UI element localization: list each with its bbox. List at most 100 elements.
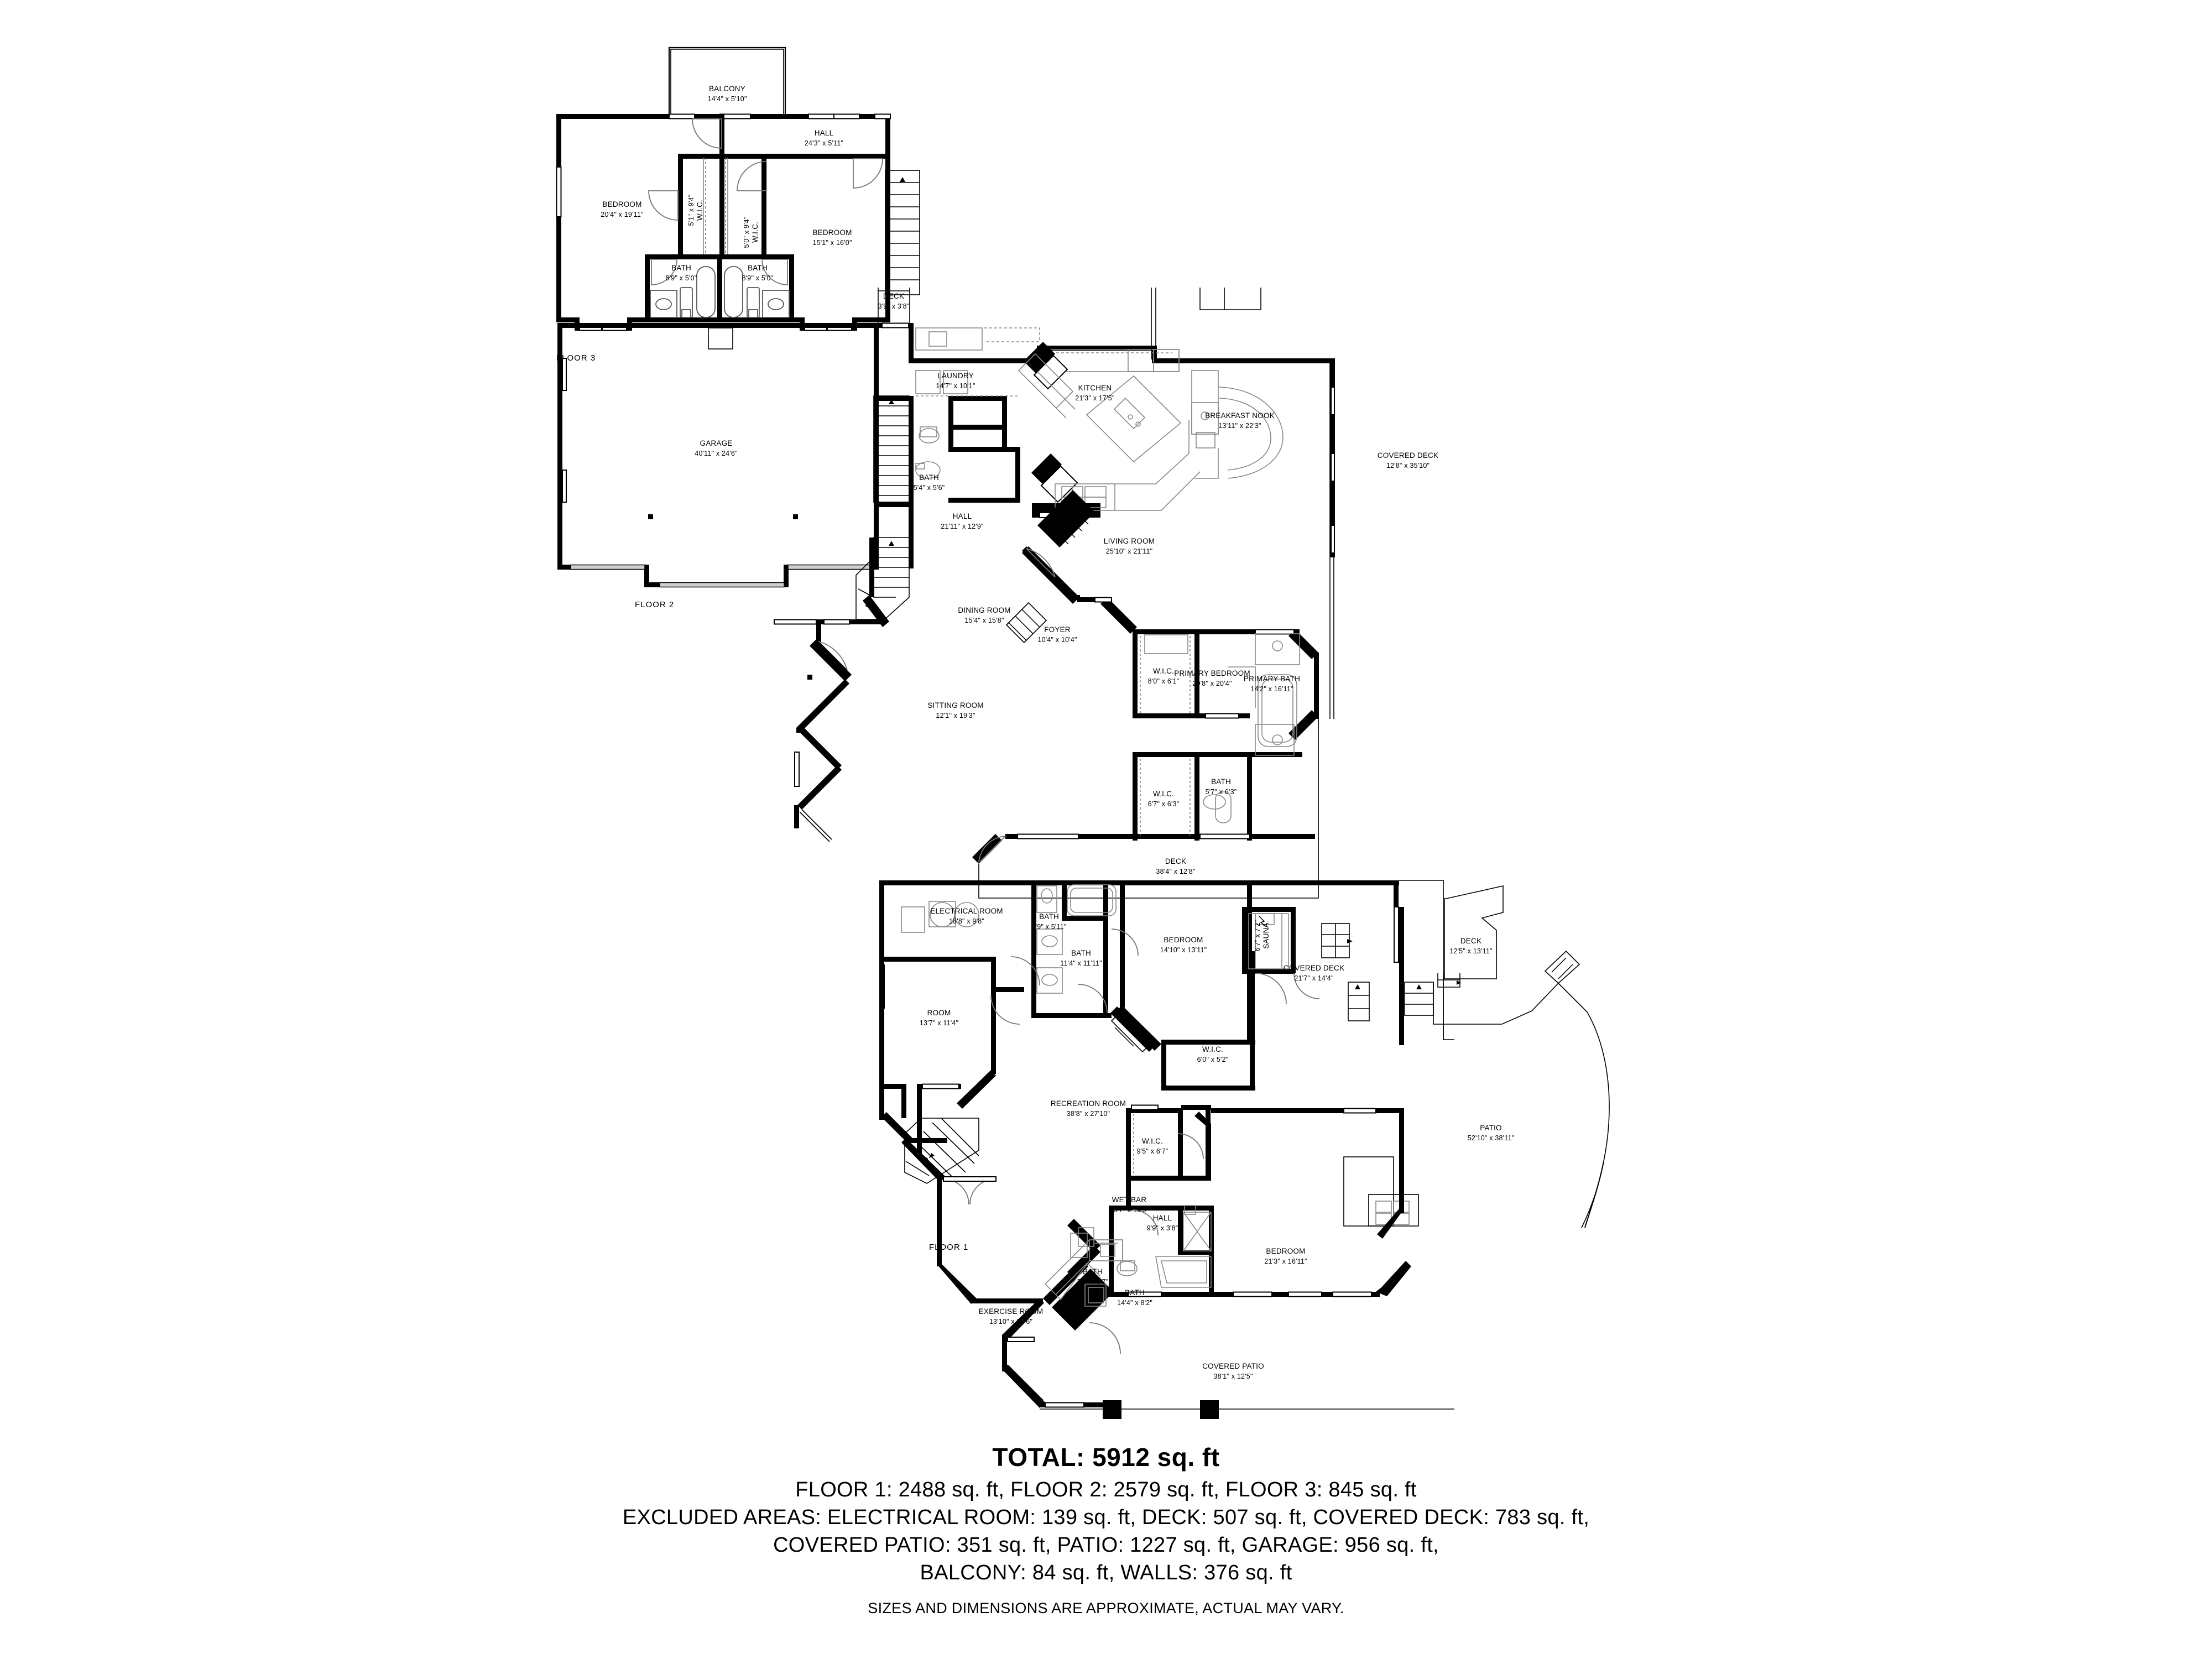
room-dim-recreation-room: 38'8" x 27'10" [1067,1110,1110,1118]
patio-outline [1343,950,1610,1228]
room-label-hall-f1: HALL [1153,1214,1172,1222]
summary-excluded-3: BALCONY: 84 sq. ft, WALLS: 376 sq. ft [920,1561,1292,1584]
room-label-room-f1: ROOM [927,1009,951,1017]
room-dim-wic-f1-lower: 9'5" x 6'7" [1137,1147,1168,1155]
room-label-bath-right: BATH [748,264,768,272]
room-label-bedroom-left: BEDROOM [602,200,641,208]
room-label-patio: PATIO [1480,1124,1502,1132]
room-label-wic-upper: W.I.C. [1153,667,1174,675]
room-label-covered-deck-f1: COVERED DECK [1284,964,1344,972]
room-label-hall: HALL [815,129,834,137]
deck-f1-outline [1437,885,1504,988]
service-block-walls [874,323,1335,568]
room-dim-wet-bar: 15'7" x 10'9" [1109,1206,1149,1214]
room-label-balcony: BALCONY [709,85,745,93]
room-label-wet-bar: WET BAR [1112,1196,1147,1204]
room-dim-bath-f1: 11'4" x 11'11" [1060,959,1102,967]
room-label-living-room: LIVING ROOM [1104,537,1155,545]
room-dim-wic-right: 5'0" x 9'4" [743,217,750,248]
room-dim-bath-right: 8'9" x 5'0" [742,274,774,282]
room-dim-bath-left: 8'9" x 5'0" [666,274,697,282]
room-label-bath-primary-suite: BATH [1211,778,1231,786]
sauna-walls [1242,907,1296,974]
room-dim-primary-bath: 14'2" x 16'11" [1250,685,1293,693]
room-label-primary-bedroom: PRIMARY BEDROOM [1174,669,1250,677]
room-label-deck-f1: DECK [1460,937,1481,945]
floor-3-plan: BALCONY 14'4" x 5'10" HALL 24'3" x 5'11"… [556,46,920,363]
lower-deck-outline [978,719,1319,899]
room-dim-bedroom-f1-lower: 21'3" x 16'11" [1264,1258,1307,1265]
floor3-room-labels: BALCONY 14'4" x 5'10" HALL 24'3" x 5'11"… [556,85,852,363]
summary-excluded-2: COVERED PATIO: 351 sq. ft, PATIO: 1227 s… [773,1533,1439,1557]
room-dim-bath-small-f1: 9'9" x 5'11" [1031,923,1066,931]
room-label-garage: GARAGE [700,439,733,447]
room-dim-patio: 52'10" x 38'11" [1468,1134,1515,1142]
room-label-sitting-room: SITTING ROOM [927,701,983,709]
room-label-wic-f1-lower: W.I.C. [1142,1137,1163,1145]
room-dim-covered-deck: 12'8" x 35'10" [1386,462,1430,469]
room-dim-deck-f1: 12'5" x 13'11" [1449,947,1492,955]
room-dim-living-room: 25'10" x 21'11" [1106,547,1153,555]
room-dim-hall: 24'3" x 5'11" [805,139,843,147]
room-dim-bedroom-left: 20'4" x 19'11" [601,211,643,218]
room-label-covered-deck: COVERED DECK [1378,451,1438,460]
room-label-hall-f2: HALL [953,512,972,520]
room-dim-room-f1: 13'7" x 11'4" [920,1019,958,1027]
small-deck-outline [878,288,910,323]
room-label-deck-lower: DECK [1165,857,1186,865]
floor1-perimeter [901,1138,1106,1408]
stairs-lower [855,537,910,620]
room-label-bath-small-f1: BATH [1039,912,1059,921]
room-dim-foyer: 10'4" x 10'4" [1037,636,1077,644]
room-dim-hall-f2: 21'11" x 12'9" [941,523,983,530]
floor2-room-labels: GARAGE 40'11" x 24'6" DECK 3'9" x 3'8" L… [635,292,1438,875]
room-dim-bath-f2: 5'4" x 5'6" [914,484,945,492]
room-label-breakfast-nook: BREAKFAST NOOK [1205,411,1275,420]
room-dim-deck-lower: 38'4" x 12'8" [1156,868,1195,875]
room-label-laundry: LAUNDRY [937,372,974,380]
stairs-upper [873,395,910,503]
summary-total: TOTAL: 5912 sq. ft [992,1443,1220,1472]
room-label-kitchen: KITCHEN [1078,384,1112,392]
room-label-bath-left: BATH [671,264,691,272]
room-dim-bedroom-right: 15'1" x 16'0" [812,239,852,247]
floor1-room-labels: ELECTRICAL ROOM 18'8" x 9'8" BATH 9'9" x… [920,907,1514,1380]
room-label-bedroom-f1-lower: BEDROOM [1266,1247,1305,1255]
room-label-exercise-room: EXERCISE ROOM [979,1307,1044,1316]
room-dim-wic-left: 5'1" x 9'4" [687,195,695,226]
room-label-bath-tiny-f1: BATH [1083,1267,1103,1276]
floor-tag-1: FLOOR 1 [929,1243,968,1252]
floor-2-plan: GARAGE 40'11" x 24'6" DECK 3'9" x 3'8" L… [557,288,1438,899]
room-dim-exercise-room: 13'10" x 27'6" [989,1318,1032,1326]
room-dim-primary-bedroom: 29'8" x 20'4" [1192,680,1232,687]
room-label-deck-small: DECK [883,292,904,300]
room-dim-bath-f1-lower: 14'4" x 8'2" [1117,1299,1152,1307]
room-dim-hall-f1: 9'9" x 3'8" [1147,1224,1178,1232]
room-label-wic-left: W.I.C. [696,200,704,221]
room-label-wic-f1-upper: W.I.C. [1202,1045,1223,1053]
room-dim-wic-f1-upper: 6'0" x 5'2" [1197,1056,1229,1063]
covered-deck-f1-outline [1321,880,1454,1040]
room-dim-covered-patio: 38'1" x 12'5" [1213,1373,1253,1380]
room-dim-sauna: 6'7" x 7'2" [1254,920,1261,952]
summary-disclaimer: SIZES AND DIMENSIONS ARE APPROXIMATE, AC… [868,1600,1344,1616]
room-dim-balcony: 14'4" x 5'10" [707,95,747,103]
room-label-dining-room: DINING ROOM [958,606,1010,614]
room-dim-dining-room: 15'4" x 15'8" [964,617,1004,624]
room-dim-laundry: 14'7" x 10'1" [936,382,975,390]
room-label-bath-f1: BATH [1071,949,1091,957]
room-label-wic-lower: W.I.C. [1153,790,1174,798]
room-label-foyer: FOYER [1044,625,1071,634]
room-dim-kitchen: 21'3" x 17'5" [1075,394,1114,402]
room-dim-electrical-room: 18'8" x 9'8" [949,917,984,925]
room-label-covered-patio: COVERED PATIO [1202,1362,1264,1370]
room-label-bath-f2: BATH [919,473,939,482]
floor-1-plan: ELECTRICAL ROOM 18'8" x 9'8" BATH 9'9" x… [879,880,1610,1419]
room-label-sauna: SAUNA [1262,922,1270,949]
primary-suite-walls [972,595,1319,864]
room-label-bedroom-f1-upper: BEDROOM [1164,936,1203,944]
room-dim-bedroom-f1-upper: 14'10" x 13'11" [1160,946,1207,954]
room-label-wic-right: W.I.C. [751,222,759,243]
room-dim-bath-primary-suite: 5'7" x 6'3" [1206,788,1237,796]
